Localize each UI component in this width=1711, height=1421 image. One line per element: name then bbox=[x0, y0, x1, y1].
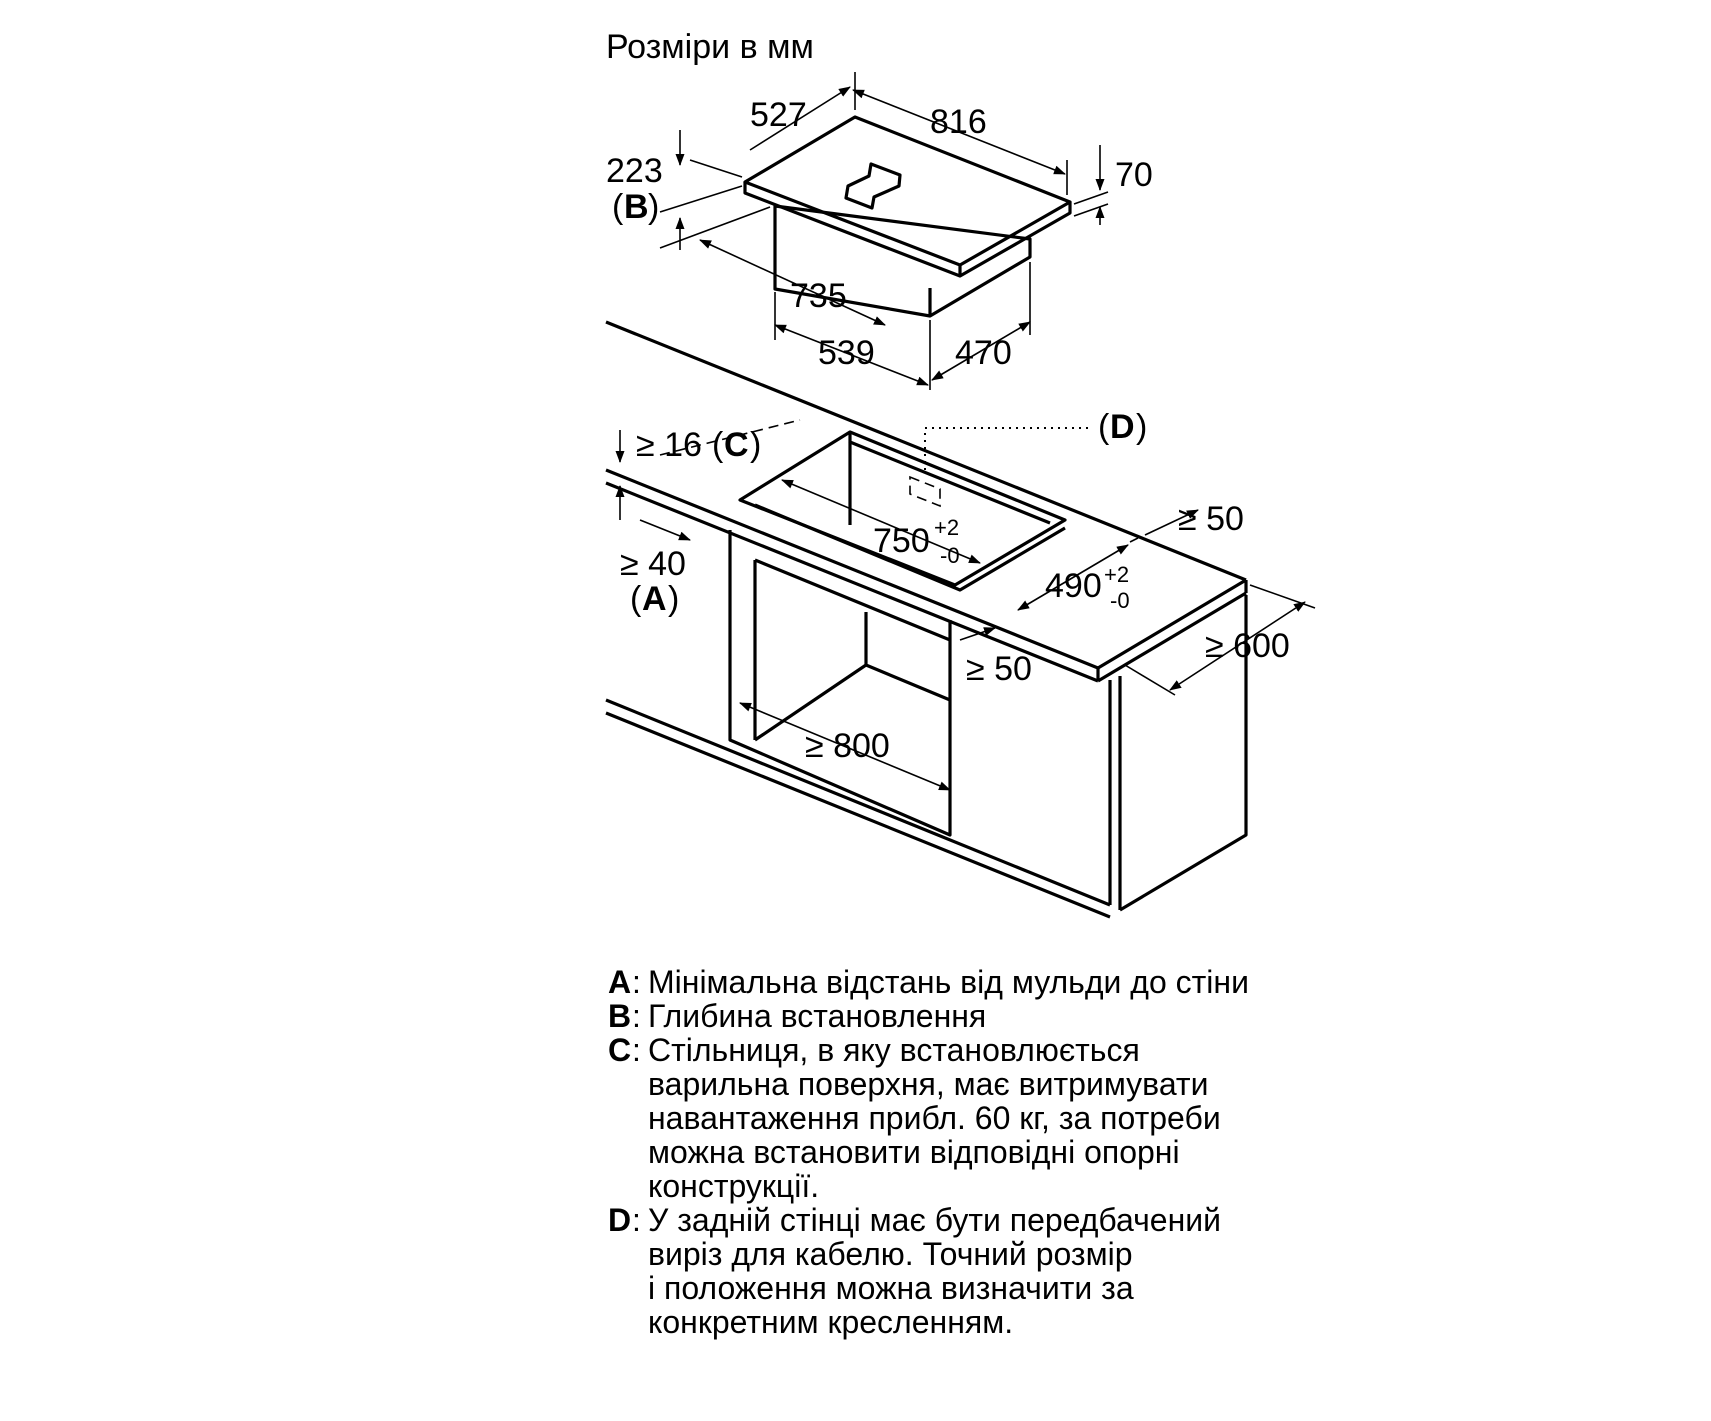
wall-top-edge bbox=[605, 320, 1247, 582]
rear-offset-label: 470 bbox=[955, 334, 1012, 372]
front-clearance-label: ≥ 50 bbox=[966, 650, 1032, 688]
wall-distance-label: ≥ 40 bbox=[620, 545, 686, 583]
legend-key: A bbox=[608, 964, 632, 1000]
legend-text: Мінімальна відстань від мульди до стіни bbox=[648, 964, 1249, 1000]
body-width-label: 735 bbox=[790, 277, 847, 315]
worktop-ref: C bbox=[724, 426, 749, 464]
legend-key: B bbox=[608, 998, 632, 1034]
plinth bbox=[605, 698, 1111, 907]
legend-item-a: A: Мінімальна відстань від мульди до сті… bbox=[608, 965, 1608, 999]
legend-text: Глибина встановлення bbox=[648, 998, 987, 1034]
dimension-drawing: Розміри в мм 816 527 70 223 ( bbox=[605, 28, 1316, 919]
wall-distance-ref: A bbox=[642, 580, 667, 618]
cable-cutout bbox=[909, 475, 941, 508]
hob-top-plate bbox=[743, 115, 1072, 267]
legend-item-c: C: Стільниця, в яку встановлюється варил… bbox=[608, 1033, 1608, 1203]
svg-text:(: ( bbox=[712, 426, 724, 464]
svg-text:(: ( bbox=[630, 580, 642, 618]
cabinet-depth-label: ≥ 600 bbox=[1205, 627, 1290, 665]
cable-ref: D bbox=[1110, 408, 1135, 446]
svg-text:): ) bbox=[750, 426, 761, 464]
hob-thickness-label: 70 bbox=[1115, 156, 1153, 194]
legend: A: Мінімальна відстань від мульди до сті… bbox=[608, 965, 1608, 1339]
legend-text: Стільниця, в яку встановлюється варильна… bbox=[648, 1032, 1221, 1204]
svg-text:(: ( bbox=[612, 188, 624, 226]
legend-key: C bbox=[608, 1032, 632, 1068]
install-depth-label: 223 bbox=[606, 152, 663, 190]
svg-text:+2: +2 bbox=[934, 515, 959, 540]
svg-text:-0: -0 bbox=[1110, 588, 1130, 613]
cutout-width-label: 750 bbox=[873, 522, 930, 560]
page-title: Розміри в мм bbox=[606, 28, 814, 66]
legend-item-b: B: Глибина встановлення bbox=[608, 999, 1608, 1033]
svg-text:): ) bbox=[1136, 408, 1147, 446]
svg-text:-0: -0 bbox=[940, 543, 960, 568]
legend-item-d: D: У задній стінці має бути передбачений… bbox=[608, 1203, 1608, 1339]
worktop-thickness-label: ≥ 16 bbox=[636, 426, 702, 464]
side-clearance-label: ≥ 50 bbox=[1178, 500, 1244, 538]
hob-depth-label: 527 bbox=[750, 96, 807, 134]
cabinet-drawing: ( D ) ≥ 16 ( C ) ≥ 40 ( A ) 750 +2 -0 bbox=[605, 320, 1316, 919]
svg-text:): ) bbox=[668, 580, 679, 618]
legend-key: D bbox=[608, 1202, 632, 1238]
worktop-cutout bbox=[738, 430, 1067, 587]
install-depth-ref: B bbox=[624, 188, 649, 226]
legend-text: У задній стінці має бути передбачений ви… bbox=[648, 1202, 1221, 1340]
cutout-depth-label: 490 bbox=[1045, 567, 1102, 605]
hob-vent-slot bbox=[844, 162, 902, 210]
hob-width-label: 816 bbox=[930, 103, 987, 141]
cabinet-inner-back bbox=[754, 558, 951, 642]
svg-text:): ) bbox=[648, 188, 659, 226]
cabinet-width-label: ≥ 800 bbox=[805, 727, 890, 765]
svg-text:(: ( bbox=[1098, 408, 1110, 446]
body-depth-label: 539 bbox=[818, 334, 875, 372]
svg-text:+2: +2 bbox=[1104, 562, 1129, 587]
hob-drawing: 816 527 70 223 ( B ) 735 539 470 bbox=[606, 72, 1153, 390]
